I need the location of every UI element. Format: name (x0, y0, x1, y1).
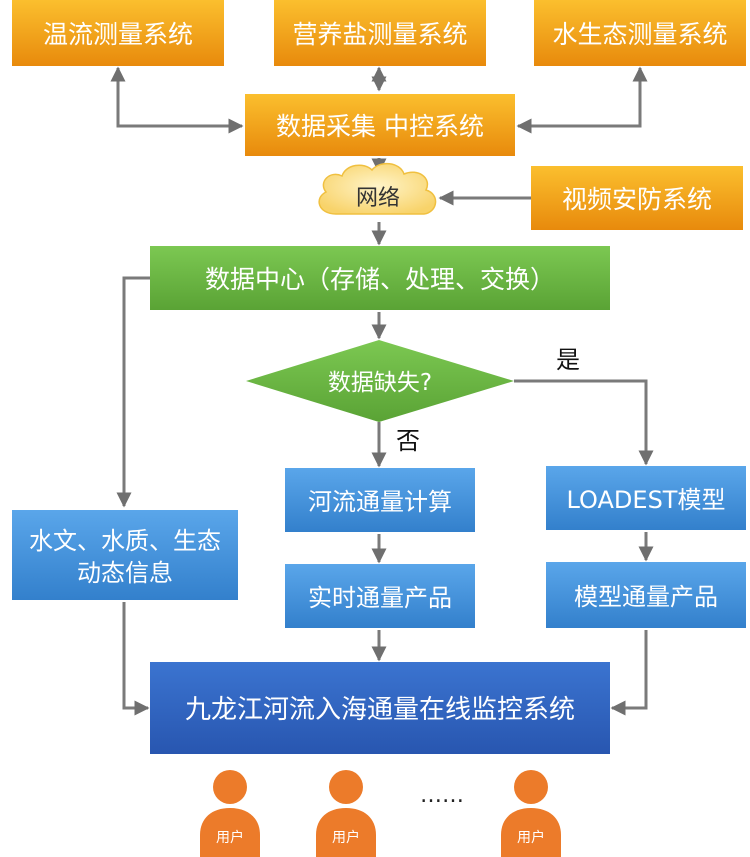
node-loadest-label: LOADEST模型 (567, 486, 726, 514)
node-hydro: 水文、水质、生态 动态信息 (12, 510, 238, 600)
node-temp-label: 温流测量系统 (43, 20, 193, 49)
user-head-icon (329, 770, 363, 804)
node-collect-label: 数据采集 中控系统 (276, 112, 484, 141)
connectors (110, 66, 654, 716)
arrow-eco-collect (516, 66, 648, 134)
node-loadest: LOADEST模型 (546, 466, 746, 530)
user-3: 用户 (501, 770, 561, 857)
node-temp: 温流测量系统 (12, 0, 224, 66)
node-flux-label: 河流通量计算 (308, 488, 452, 516)
user-body-icon (200, 808, 260, 857)
node-center: 数据中心（存储、处理、交换） (150, 246, 610, 310)
node-hydro-line1: 水文、水质、生态 (29, 527, 221, 555)
arrow-hydro-system (122, 602, 150, 716)
arrow-center-hydro (116, 276, 150, 508)
ellipsis: …… (420, 783, 464, 808)
node-nutrient: 营养盐测量系统 (274, 0, 486, 66)
node-decision: 数据缺失? (246, 340, 514, 422)
user-1-label: 用户 (216, 829, 244, 846)
node-model-product: 模型通量产品 (546, 562, 746, 628)
label-no: 否 (396, 427, 420, 455)
node-realtime-label: 实时通量产品 (308, 584, 452, 612)
label-yes: 是 (556, 346, 580, 374)
node-decision-label: 数据缺失? (328, 370, 432, 396)
node-eco-label: 水生态测量系统 (552, 20, 727, 49)
cloud-icon (318, 162, 437, 215)
arrow-decision-loadest (514, 379, 654, 466)
user-3-label: 用户 (517, 829, 545, 846)
node-system-label: 九龙江河流入海通量在线监控系统 (185, 695, 575, 725)
node-nutrient-label: 营养盐测量系统 (292, 20, 467, 49)
node-center-label: 数据中心（存储、处理、交换） (205, 265, 555, 294)
node-hydro-line2: 动态信息 (77, 559, 173, 587)
user-1: 用户 (200, 770, 260, 857)
user-body-icon (316, 808, 376, 857)
user-body-icon (501, 808, 561, 857)
node-network-label: 网络 (356, 186, 400, 211)
node-video-label: 视频安防系统 (562, 185, 712, 214)
node-system: 九龙江河流入海通量在线监控系统 (150, 662, 610, 754)
node-collect: 数据采集 中控系统 (245, 94, 515, 156)
user-head-icon (514, 770, 548, 804)
node-network: 网络 (318, 162, 437, 215)
arrow-model-system (610, 630, 648, 716)
arrow-temp-collect (110, 66, 244, 134)
node-video: 视频安防系统 (531, 166, 743, 230)
node-flux: 河流通量计算 (285, 468, 475, 532)
node-eco: 水生态测量系统 (534, 0, 746, 66)
user-head-icon (213, 770, 247, 804)
user-2-label: 用户 (332, 829, 360, 846)
user-2: 用户 (316, 770, 376, 857)
node-model-product-label: 模型通量产品 (574, 583, 718, 611)
node-realtime: 实时通量产品 (285, 564, 475, 628)
